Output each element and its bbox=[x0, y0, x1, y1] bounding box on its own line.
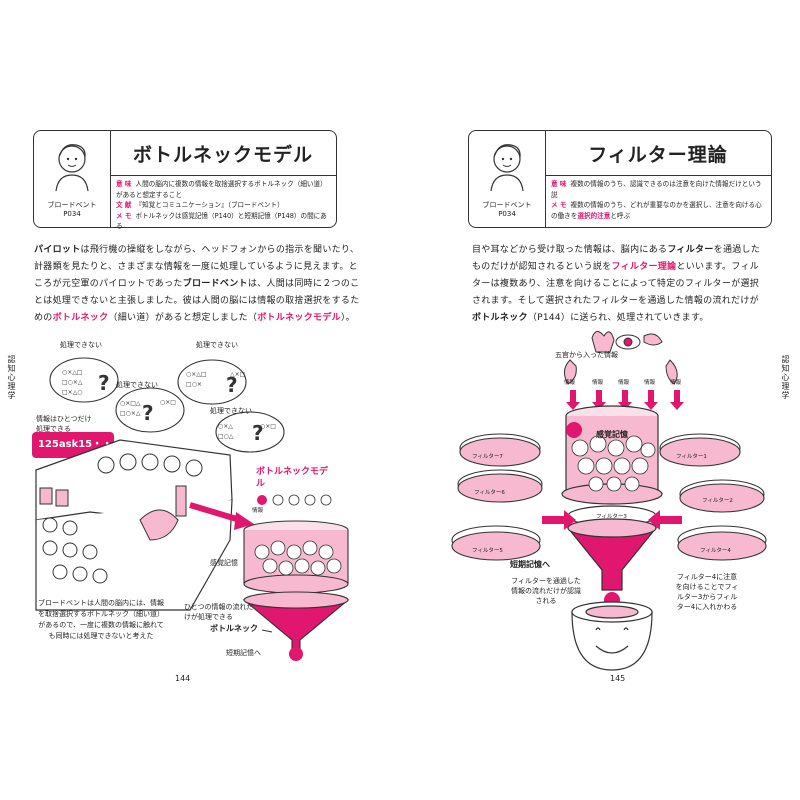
svg-text:□○△: □○△ bbox=[218, 433, 234, 440]
sensory-memory-label: 感覚記憶 bbox=[596, 430, 628, 439]
term-info: 意 味人間の脳内に複数の情報を取捨選択するボトルネック（細い道）があると想定する… bbox=[116, 179, 330, 232]
memo-key: メ モ bbox=[551, 201, 567, 209]
svg-text:?: ? bbox=[226, 373, 238, 397]
meaning-text: 人間の脳内に複数の情報を取捨選択するボトルネック（細い道）があると想定すること bbox=[116, 180, 327, 199]
info-label: 情報 bbox=[564, 380, 576, 386]
body-text: を通過したものだけが認知されるという説を bbox=[472, 245, 761, 272]
term-title: フィルター理論 bbox=[545, 131, 771, 176]
term-header-card: ブロードベント P034 ボトルネックモデル 意 味人間の脳内に複数の情報を取捨… bbox=[33, 130, 337, 230]
filter-label: フィルター7 bbox=[472, 454, 503, 460]
svg-text:?: ? bbox=[142, 401, 154, 425]
svg-text:○×□△: ○×□△ bbox=[120, 400, 141, 407]
highlight-term: 選択的注意 bbox=[577, 211, 611, 220]
page-number: 145 bbox=[610, 674, 626, 683]
svg-text:□○×△: □○×△ bbox=[62, 379, 83, 386]
svg-text:□×△○: □×△○ bbox=[62, 389, 83, 396]
broadbent-portrait-icon bbox=[55, 144, 89, 191]
info-label: 情報 bbox=[252, 508, 264, 514]
cannot-process-label: 処理できない bbox=[116, 381, 158, 389]
figure-caption: ブロードベントは人間の脳内には、情報を取捨選択するボトルネック（細い道）があるの… bbox=[38, 599, 164, 640]
svg-text:□○×△: □○×△ bbox=[120, 410, 141, 417]
page-number: 144 bbox=[175, 674, 191, 683]
body-text: 目や耳などから受け取った情報は、脳内にある bbox=[472, 245, 668, 255]
body-text: （P144）に送られ、処理されていきます。 bbox=[527, 313, 709, 323]
five-senses-label: 五官から入った情報 bbox=[555, 351, 618, 359]
model-label: ボトルネックモデル bbox=[256, 467, 329, 489]
svg-text:?: ? bbox=[98, 371, 110, 395]
memo-key: メ モ bbox=[116, 211, 132, 220]
body-paragraph: パイロットは飛行機の操縦をしながら、ヘッドフォンからの指示を聞いたり、計器類を見… bbox=[34, 242, 364, 327]
svg-text:○×□: ○×□ bbox=[260, 423, 276, 430]
only-one-note: 情報はひとつだけ処理できる bbox=[36, 415, 92, 433]
info-label: 情報 bbox=[592, 380, 604, 386]
flow-note: ひとつの情報の流れだけが処理できる bbox=[184, 603, 254, 621]
filter-label: フィルター5 bbox=[472, 548, 503, 554]
bold-term: ボトルネック bbox=[472, 313, 528, 323]
highlight-term: フィルター理論 bbox=[611, 262, 677, 272]
memo-text: ボトルネックは感覚記憶（P140）と短期記憶（P148）の間にある bbox=[116, 211, 327, 231]
body-text: ）。 bbox=[340, 313, 356, 323]
info-label: 情報 bbox=[644, 380, 656, 386]
pass-note: フィルターを通過した情報の流れだけが認識される bbox=[511, 577, 581, 605]
body-text: （細い道）があると想定しました（ bbox=[108, 313, 258, 323]
body-text: は、人間は同時に２つのことは処理できないと主張しました。彼は人間の脳には情報の取… bbox=[34, 279, 360, 323]
left-page: ブロードベント P034 ボトルネックモデル 意 味人間の脳内に複数の情報を取捨… bbox=[7, 130, 364, 683]
filter-label: フィルター4 bbox=[700, 548, 731, 554]
bottleneck-label: ボトルネック bbox=[210, 624, 258, 633]
broadbent-portrait-icon bbox=[490, 144, 524, 191]
person-page: P034 bbox=[63, 210, 81, 218]
cannot-process-label: 処理できない bbox=[196, 341, 238, 349]
reference-text: 『知覚とコミュニケーション』（ブロードベント） bbox=[135, 201, 284, 209]
svg-text:?: ? bbox=[252, 421, 264, 445]
svg-text:△×□: △×□ bbox=[230, 371, 245, 378]
side-section-label: 認知心理学 bbox=[7, 355, 16, 400]
short-term-label: 短期記憶へ bbox=[510, 560, 550, 569]
cannot-process-label: 処理できない bbox=[210, 407, 252, 415]
person-name: ブロードベント bbox=[47, 201, 97, 209]
person-avatar: ブロードベント P034 bbox=[469, 131, 546, 227]
meaning-key: 意 味 bbox=[551, 180, 567, 188]
bold-term: フィルター bbox=[667, 245, 714, 255]
filter-label: フィルター6 bbox=[474, 490, 505, 496]
svg-text:○×△□: ○×△□ bbox=[62, 369, 83, 376]
filter-theory-illustration bbox=[451, 331, 767, 671]
filter-label: フィルター3 bbox=[596, 514, 627, 520]
term-info: 意 味複数の情報のうち、認識できるのは注意を向けた情報だけという説 メ モ複数の… bbox=[551, 179, 765, 221]
term-title: ボトルネックモデル bbox=[110, 131, 336, 176]
filter-label: フィルター2 bbox=[702, 498, 733, 504]
info-label: 情報 bbox=[670, 380, 682, 386]
svg-text:○×△: ○×△ bbox=[218, 423, 233, 430]
memo-text-end: と呼ぶ bbox=[610, 211, 631, 220]
term-header-card: ブロードベント P034 フィルター理論 意 味複数の情報のうち、認識できるのは… bbox=[468, 130, 772, 228]
highlight-term: ボトルネック bbox=[52, 313, 109, 323]
person-name: ブロードベント bbox=[482, 201, 532, 209]
body-text: といいます。フィルターは複数あり、注意を向けることによって特定のフィルターが選択… bbox=[472, 262, 760, 306]
bottleneck-illustration: ???? ○×△□ □○×△ □×△○ ○×□△ □○×△ ○×□ ○×△□ □○× △×□… bbox=[32, 357, 350, 661]
body-paragraph: 目や耳などから受け取った情報は、脳内にあるフィルターを通過したものだけが認知され… bbox=[472, 242, 768, 327]
info-label: 情報 bbox=[618, 380, 630, 386]
highlight-term: ボトルネックモデル bbox=[257, 313, 341, 323]
cannot-process-label: 処理できない bbox=[60, 341, 102, 349]
person-page: P034 bbox=[498, 210, 516, 218]
short-term-label: 短期記憶へ bbox=[226, 649, 261, 657]
bold-term: ブロードベント bbox=[182, 279, 248, 289]
meaning-key: 意 味 bbox=[116, 180, 132, 188]
side-section-label: 認知心理学 bbox=[781, 355, 790, 400]
right-page: ブロードベント P034 フィルター理論 意 味複数の情報のうち、認識できるのは… bbox=[400, 0, 800, 800]
svg-text:○×□: ○×□ bbox=[160, 399, 176, 406]
svg-text:○×△□: ○×△□ bbox=[186, 371, 207, 378]
body-text: は飛行機の操縦をしながら、ヘッドフォンからの指示を聞いたり、計器類を見たりと、さ… bbox=[34, 245, 360, 289]
bold-term: パイロット bbox=[34, 245, 81, 255]
person-avatar: ブロードベント P034 bbox=[34, 131, 111, 227]
filter-label: フィルター1 bbox=[676, 454, 707, 460]
meaning-text: 複数の情報のうち、認識できるのは注意を向けた情報だけという説 bbox=[551, 180, 762, 199]
svg-text:□○×: □○× bbox=[186, 381, 202, 388]
pilot-speech-bubble: 125ask15・・・ bbox=[38, 439, 123, 450]
sensory-memory-label: 感覚記憶 bbox=[210, 559, 238, 567]
memo-text: 複数の情報のうち、どれが重要なのかを選択し、注意を向ける心の働きを bbox=[551, 201, 762, 220]
reference-key: 文 献 bbox=[116, 201, 132, 209]
switch-note: フィルター4に注意を向けることでフィルター3からフィルター4に入れかわる bbox=[675, 573, 739, 611]
